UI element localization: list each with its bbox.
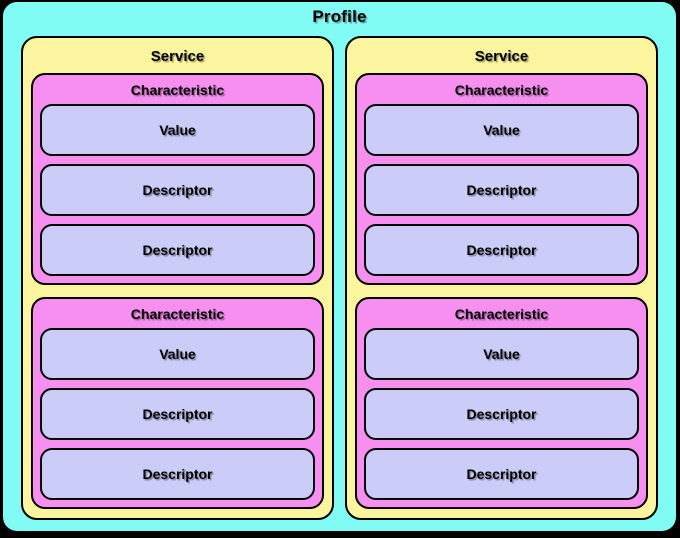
characteristics-stack: Characteristic Value Descriptor Descript… xyxy=(355,73,648,518)
characteristics-stack: Characteristic Value Descriptor Descript… xyxy=(31,73,324,518)
value-label: Value xyxy=(159,346,196,362)
characteristic-title: Characteristic xyxy=(454,82,549,98)
descriptor-box: Descriptor xyxy=(40,224,315,276)
characteristic-box: Characteristic Value Descriptor Descript… xyxy=(355,73,648,285)
descriptor-box: Descriptor xyxy=(40,164,315,216)
value-box: Value xyxy=(40,328,315,380)
service-box: Service Characteristic Value Descriptor xyxy=(345,36,658,520)
characteristic-box: Characteristic Value Descriptor Descript… xyxy=(355,297,648,509)
descriptor-label: Descriptor xyxy=(466,466,537,482)
value-label: Value xyxy=(483,346,520,362)
attributes-stack: Value Descriptor Descriptor xyxy=(364,104,639,276)
descriptor-label: Descriptor xyxy=(142,466,213,482)
value-box: Value xyxy=(40,104,315,156)
value-box: Value xyxy=(364,328,639,380)
value-box: Value xyxy=(364,104,639,156)
services-row: Service Characteristic Value Descriptor xyxy=(3,36,676,525)
service-title: Service xyxy=(150,48,205,65)
value-label: Value xyxy=(159,122,196,138)
characteristic-box: Characteristic Value Descriptor Descript… xyxy=(31,297,324,509)
descriptor-box: Descriptor xyxy=(40,448,315,500)
characteristic-title: Characteristic xyxy=(454,306,549,322)
profile-title: Profile xyxy=(312,7,367,26)
descriptor-label: Descriptor xyxy=(142,242,213,258)
descriptor-box: Descriptor xyxy=(364,224,639,276)
descriptor-label: Descriptor xyxy=(466,406,537,422)
service-title: Service xyxy=(474,48,529,65)
descriptor-box: Descriptor xyxy=(364,448,639,500)
attributes-stack: Value Descriptor Descriptor xyxy=(364,328,639,500)
attributes-stack: Value Descriptor Descriptor xyxy=(40,328,315,500)
characteristic-title: Characteristic xyxy=(130,82,225,98)
attributes-stack: Value Descriptor Descriptor xyxy=(40,104,315,276)
descriptor-box: Descriptor xyxy=(364,164,639,216)
descriptor-box: Descriptor xyxy=(40,388,315,440)
characteristic-box: Characteristic Value Descriptor Descript… xyxy=(31,73,324,285)
profile-container: Profile Service Characteristic Value Des… xyxy=(3,2,676,531)
descriptor-label: Descriptor xyxy=(466,242,537,258)
descriptor-label: Descriptor xyxy=(142,406,213,422)
descriptor-label: Descriptor xyxy=(466,182,537,198)
descriptor-box: Descriptor xyxy=(364,388,639,440)
descriptor-label: Descriptor xyxy=(142,182,213,198)
characteristic-title: Characteristic xyxy=(130,306,225,322)
service-box: Service Characteristic Value Descriptor xyxy=(21,36,334,520)
value-label: Value xyxy=(483,122,520,138)
